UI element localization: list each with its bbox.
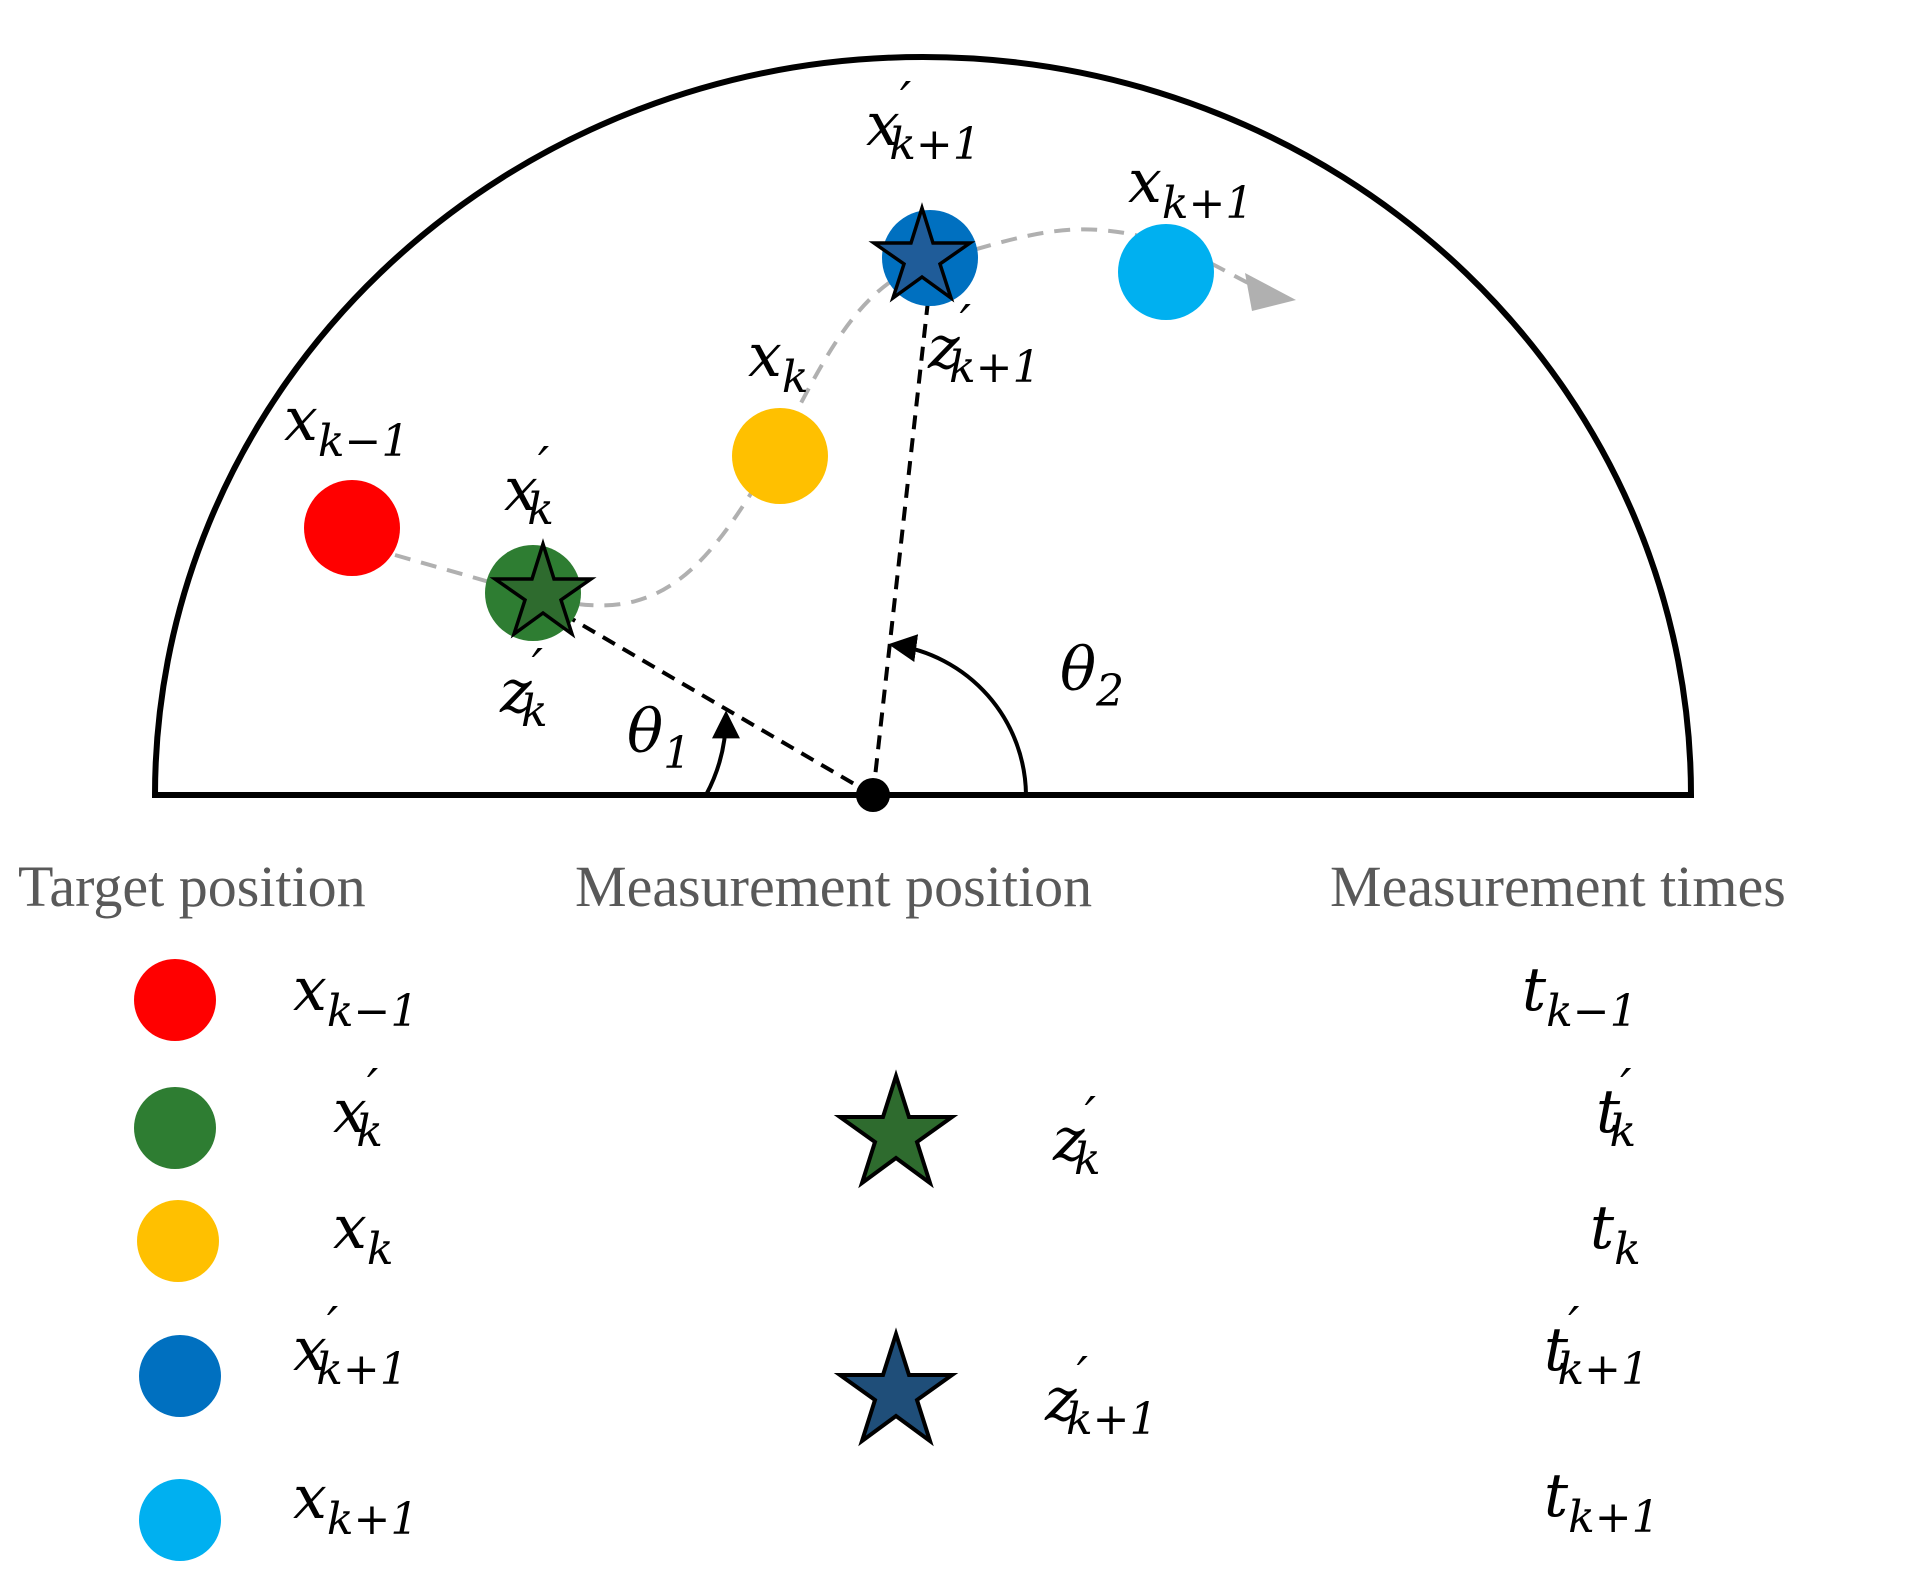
theta-1-arc	[704, 710, 740, 796]
legend-star-z-k-plus-1-prime	[833, 1327, 959, 1447]
measurement-ray-z-k-plus-1-prime	[871, 291, 931, 796]
label-z-k-plus-1-prime: z′k+1	[927, 294, 1041, 393]
legend-header-times: Measurement times	[1330, 854, 1786, 919]
label-x-k: xk	[748, 321, 809, 403]
legend-target-label-2: xk	[333, 1193, 394, 1275]
label-theta-2: θ2	[1060, 635, 1124, 717]
legend-measurement-label-1: z′k	[1052, 1086, 1101, 1185]
target-x-k-minus-1	[304, 480, 400, 576]
legend-time-label-2: tk	[1590, 1193, 1641, 1275]
legend-time-label-0: tk−1	[1522, 955, 1638, 1037]
legend-swatch-x-k-minus-1	[134, 959, 216, 1041]
star-z-k-plus-1-prime-diagram	[868, 202, 976, 303]
legend-measurement-label-3: z′k+1	[1044, 1346, 1158, 1445]
label-x-k-plus-1: xk+1	[1128, 147, 1253, 229]
legend-target-label-3: x′k+1	[293, 1296, 408, 1395]
legend-swatch-x-k-plus-1	[139, 1479, 221, 1561]
legend-star-z-k-prime	[833, 1069, 959, 1189]
label-z-k-prime: z′k	[499, 638, 548, 737]
label-x-k-minus-1: xk−1	[284, 385, 409, 467]
star-z-k-prime-diagram	[489, 538, 597, 639]
legend-header-target: Target position	[18, 854, 366, 919]
target-x-k	[732, 408, 828, 504]
measurement-ray-z-k-prime	[546, 603, 875, 797]
trajectory-arrowhead	[1245, 273, 1296, 311]
legend-time-label-1: t′k	[1596, 1058, 1636, 1157]
legend-swatch-x-k	[137, 1200, 219, 1282]
legend-target-label-4: xk+1	[293, 1463, 418, 1545]
target-x-k-plus-1	[1118, 224, 1214, 320]
sensor-point	[856, 778, 890, 812]
legend-target-label-0: xk−1	[293, 955, 418, 1037]
legend-swatch-x-k-prime	[134, 1087, 216, 1169]
label-x-k-plus-1-prime: x′k+1	[866, 71, 981, 170]
theta-2-arc	[888, 634, 1028, 796]
field-of-view-semicircle	[151, 54, 1695, 798]
legend-time-label-4: tk+1	[1544, 1461, 1660, 1543]
legend-target-label-1: x′k	[333, 1058, 383, 1157]
legend-header-measurement: Measurement position	[575, 854, 1092, 919]
label-theta-1: θ1	[627, 697, 691, 779]
legend-time-label-3: t′k+1	[1544, 1296, 1649, 1395]
label-x-k-prime: x′k	[504, 436, 554, 535]
legend-swatch-x-k-plus-1-prime	[139, 1335, 221, 1417]
